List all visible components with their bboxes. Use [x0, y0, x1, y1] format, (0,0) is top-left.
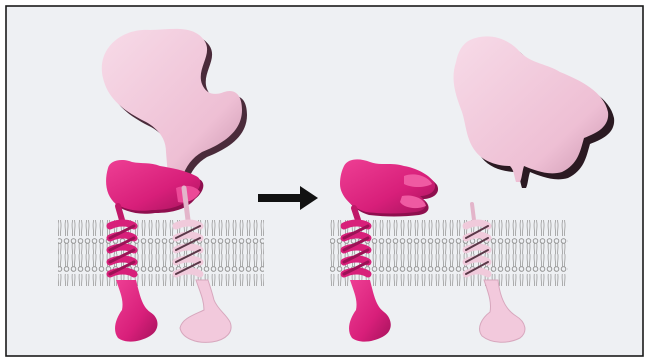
figure-frame: [6, 6, 643, 356]
left-membrane: [58, 220, 264, 286]
